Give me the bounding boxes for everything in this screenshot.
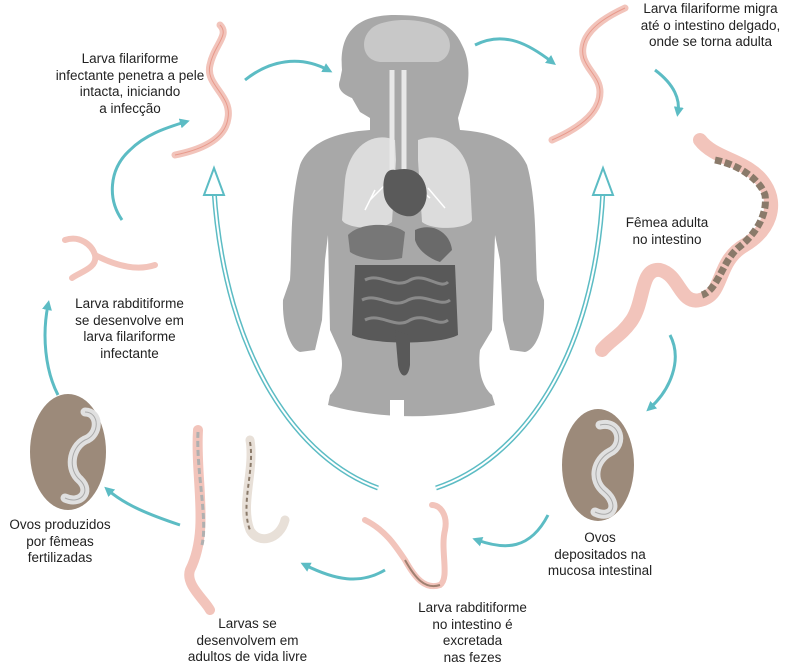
filariform-larva-skin xyxy=(171,21,232,159)
cycle-arrows xyxy=(42,37,684,581)
label-rhabditiform-develops: Larva rabditiforme se desenvolve em larv… xyxy=(75,296,184,361)
human-body xyxy=(282,15,545,440)
adult-female-worm xyxy=(595,133,779,357)
label-adult-female: Fêmea adulta no intestino xyxy=(625,215,709,247)
label-rhabditiform-excreted: Larva rabditiforme no intestino é excret… xyxy=(418,600,527,665)
label-filariform-migrates: Larva filariforme migra até o intestino … xyxy=(640,1,781,49)
label-eggs-deposited: Ovos depositados na mucosa intestinal xyxy=(547,530,653,578)
egg-produced xyxy=(30,394,106,510)
free-living-adults xyxy=(184,425,290,615)
rhabditiform-larva-feces xyxy=(362,502,449,590)
rhabditiform-larva-soil xyxy=(62,235,158,281)
large-arrows xyxy=(202,165,615,491)
label-filariform-penetrates: Larva filariforme infectante penetra a p… xyxy=(55,51,205,116)
egg-deposited xyxy=(562,409,634,521)
label-larvae-free-living: Larvas se desenvolvem em adultos de vida… xyxy=(187,616,308,664)
label-eggs-produced: Ovos produzidos por fêmeas fertilizadas xyxy=(9,517,111,565)
filariform-larva-migrating xyxy=(548,4,629,144)
